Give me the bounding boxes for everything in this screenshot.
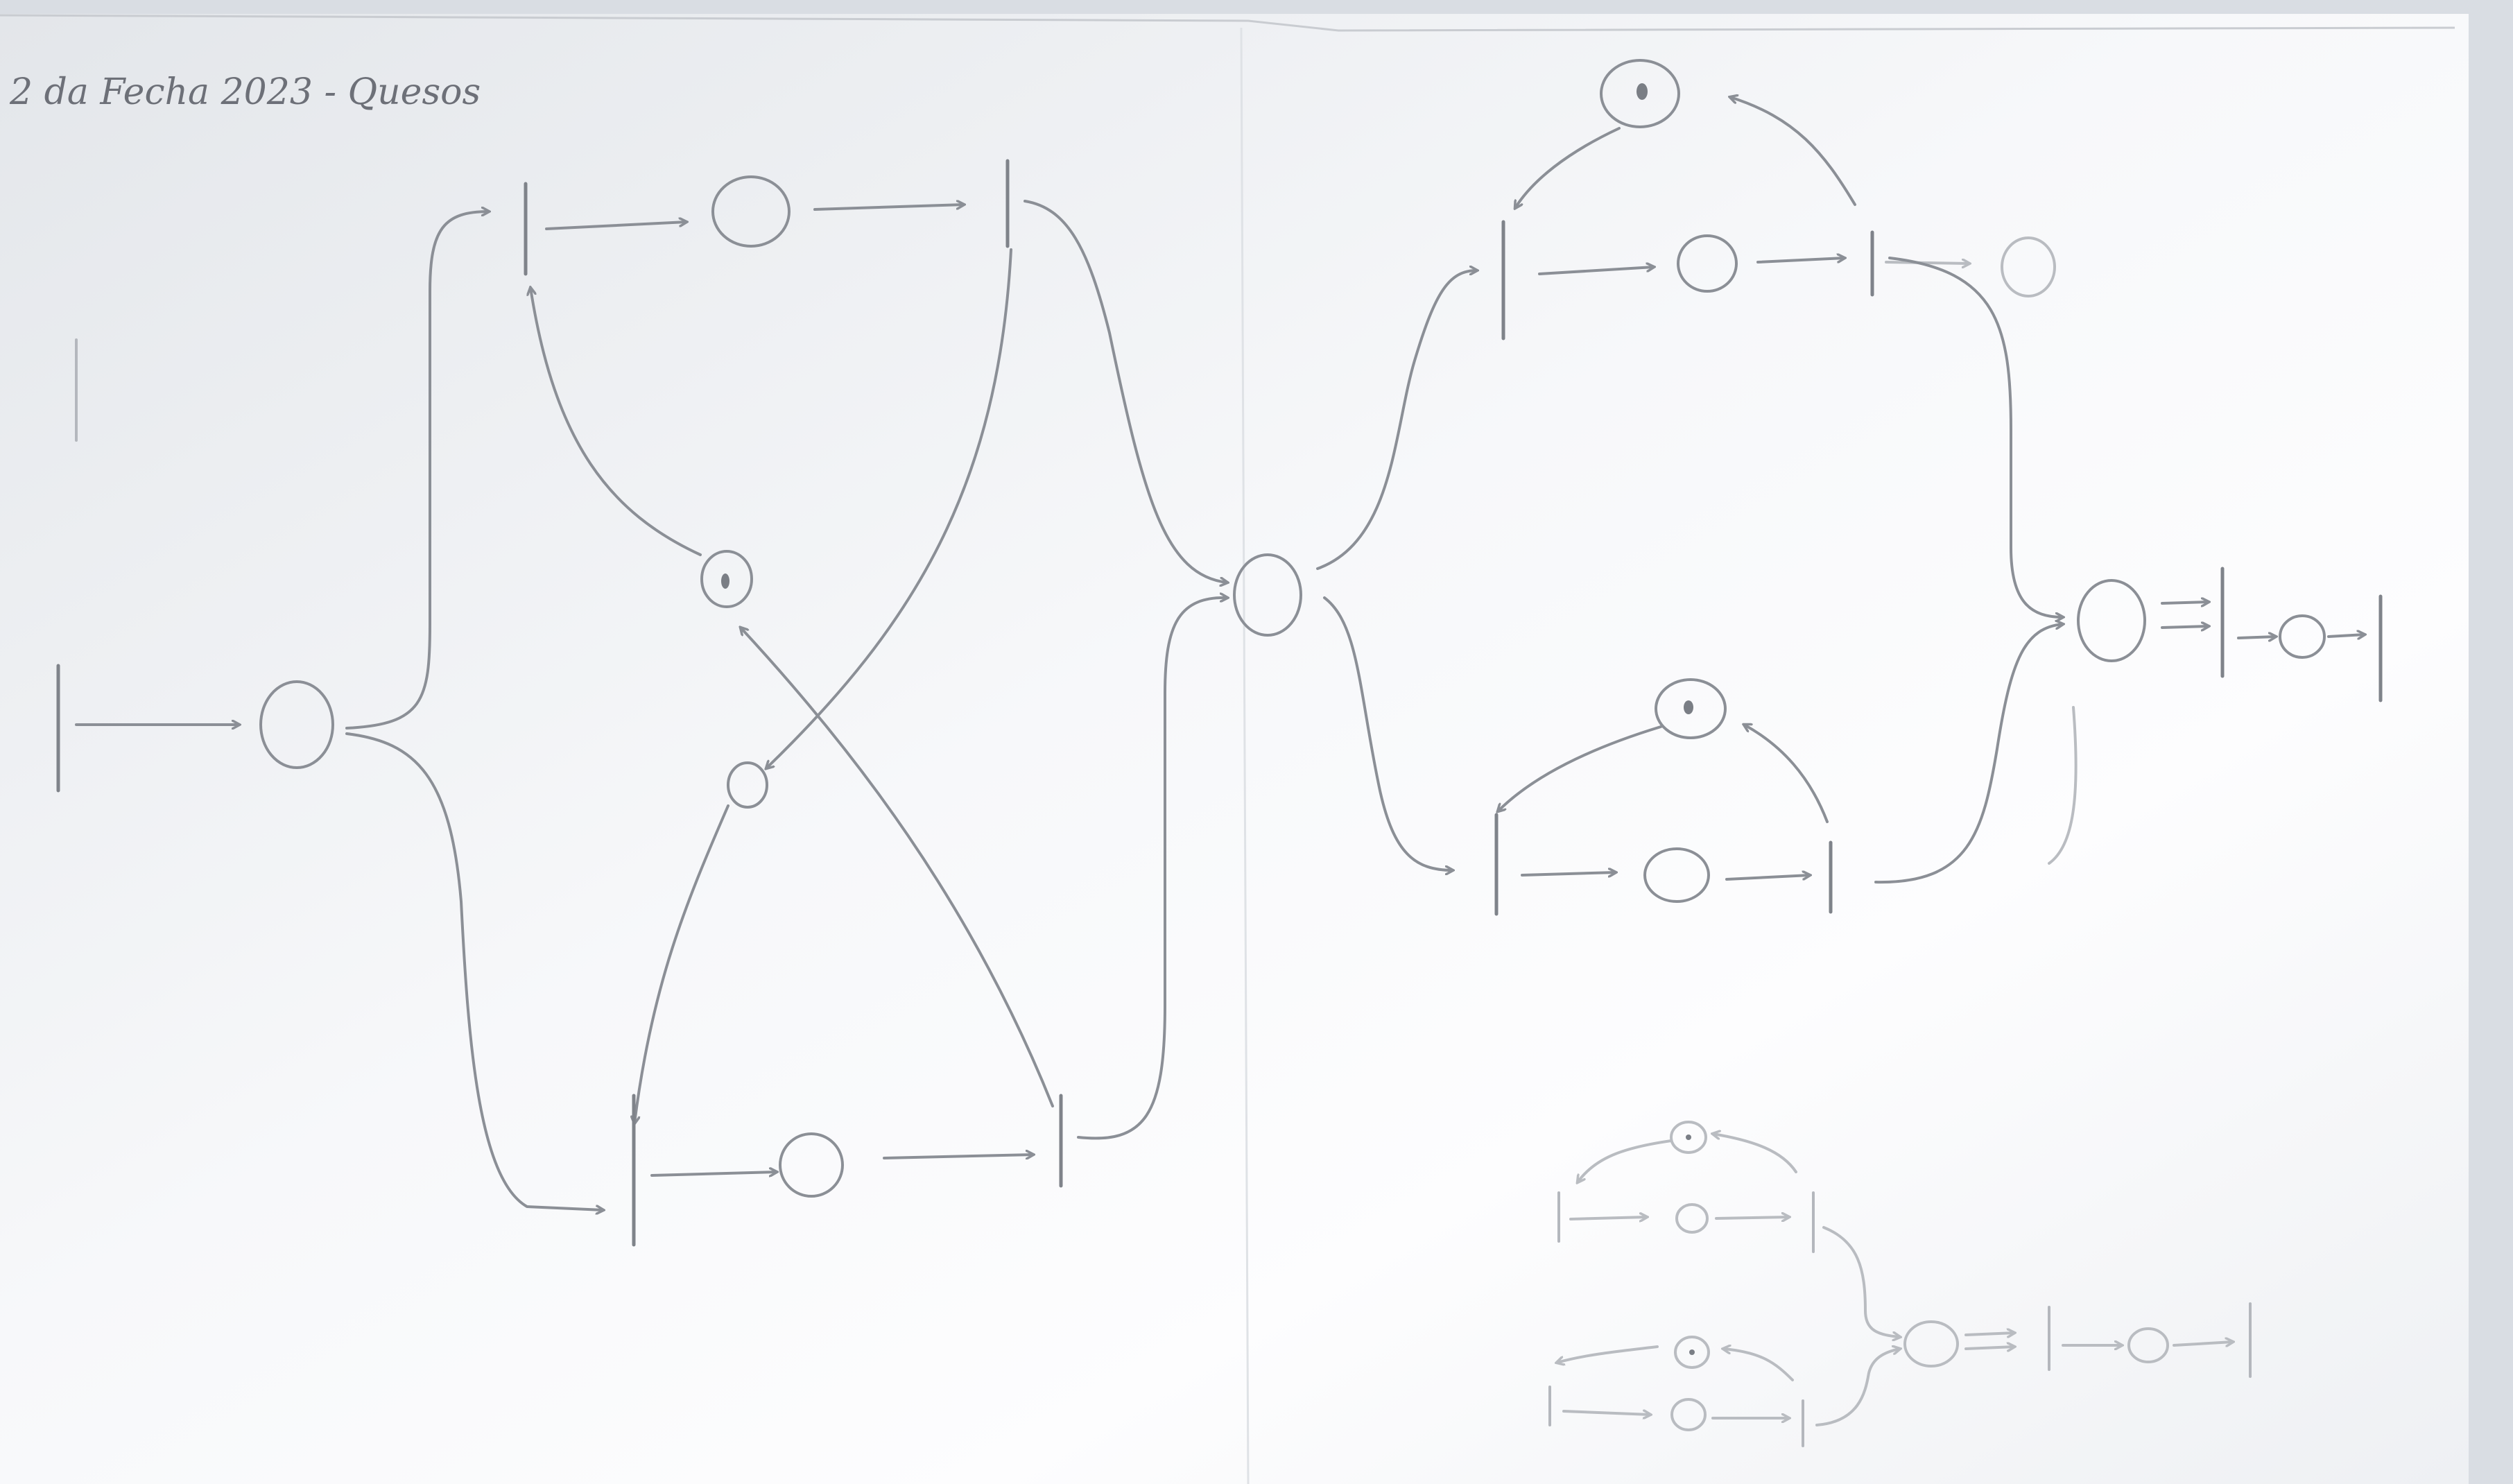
place-join <box>2077 579 2146 662</box>
paper-sheet <box>0 14 2469 1484</box>
token-ru <box>1637 83 1648 100</box>
right-lower-subnet <box>1494 624 2078 916</box>
small-net-join <box>1815 1226 2252 1426</box>
paper-top-edge <box>0 14 2455 32</box>
small-join-place <box>1903 1320 1959 1367</box>
paper-fold <box>1240 27 1250 1484</box>
place-rl <box>1643 847 1710 903</box>
main-net <box>56 159 1477 1247</box>
sketch-title: 2 da Fecha 2023 - Quesos <box>9 71 481 113</box>
place-mutex-2 <box>727 761 768 809</box>
place-center <box>1233 553 1302 637</box>
small-output-place <box>2127 1327 2169 1363</box>
place-output <box>2279 614 2326 659</box>
token-mutex <box>721 573 729 589</box>
place-start <box>259 680 334 769</box>
join-output <box>2077 567 2383 702</box>
token-rl <box>1684 700 1693 714</box>
small-net-top <box>1557 1121 1815 1253</box>
place-rl-resource-marked <box>1655 678 1727 739</box>
small-net-bottom <box>1548 1336 1804 1447</box>
small-top-resource-marked <box>1670 1121 1707 1154</box>
small-bottom-place <box>1670 1398 1707 1431</box>
small-top-place <box>1675 1203 1709 1234</box>
place-ru-resource-marked <box>1600 59 1680 128</box>
place-ru <box>1677 234 1738 293</box>
place-mutex-marked <box>700 550 753 608</box>
place-lower <box>779 1132 844 1198</box>
place-upper <box>711 175 791 248</box>
right-upper-subnet <box>1501 59 2063 617</box>
small-bottom-resource-marked <box>1674 1336 1710 1369</box>
